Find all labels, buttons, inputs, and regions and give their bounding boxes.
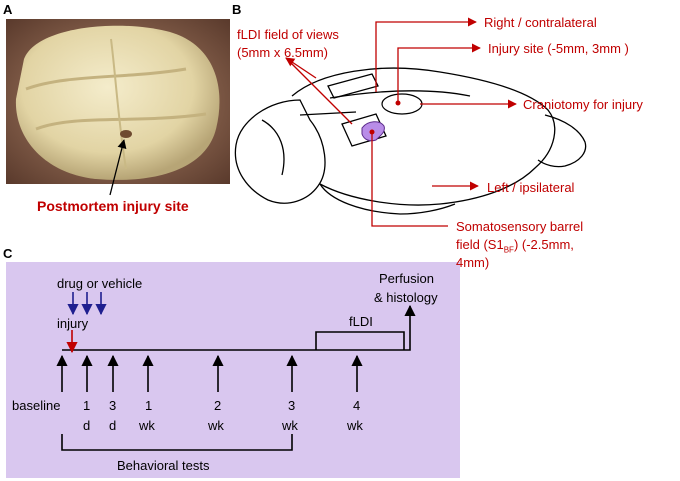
fov-size-label: (5mm x 6.5mm) <box>237 45 328 60</box>
t-4w-unit: wk <box>347 418 363 433</box>
s1-label-line3: 4mm) <box>456 255 490 270</box>
panel-a-letter: A <box>3 2 13 17</box>
t-3d-num: 3 <box>109 398 117 413</box>
fldi-label: fLDI <box>349 314 373 329</box>
t-1w-num: 1 <box>145 398 153 413</box>
t-3d-unit: d <box>109 418 117 433</box>
craniotomy-ellipse <box>381 93 423 115</box>
panel-b-letter: B <box>232 2 242 17</box>
t-1d-num: 1 <box>83 398 91 413</box>
fov-label: fLDI field of views <box>237 27 339 42</box>
behavioral-tests-label: Behavioral tests <box>117 458 210 473</box>
t-1w-unit: wk <box>139 418 155 433</box>
injury-label: injury <box>57 316 89 331</box>
drug-arrows <box>67 292 107 316</box>
s1-label-line1: Somatosensory barrel <box>456 219 584 234</box>
s1-label-line2: field (S1BF) (-2.5mm, <box>456 237 574 255</box>
t-3w-unit: wk <box>282 418 298 433</box>
histology-label: & histology <box>374 290 438 305</box>
postmortem-caption: Postmortem injury site <box>37 198 189 214</box>
drug-vehicle-label: drug or vehicle <box>57 276 143 291</box>
t-4w-num: 4 <box>353 398 361 413</box>
fov-window-right <box>327 73 379 99</box>
t-2w-unit: wk <box>208 418 224 433</box>
t-1d-unit: d <box>83 418 91 433</box>
injury-pointer-arrow <box>109 139 127 196</box>
perfusion-label: Perfusion <box>379 271 434 286</box>
panel-c-letter: C <box>3 246 13 261</box>
b-connectors <box>285 17 517 227</box>
postmortem-brain-photo <box>6 19 230 184</box>
timeline-drawing <box>56 304 416 451</box>
baseline-label: baseline <box>12 398 61 413</box>
brain-outline <box>234 67 587 215</box>
t-2w-num: 2 <box>214 398 222 413</box>
craniotomy-label: Craniotomy for injury <box>523 97 643 112</box>
t-3w-num: 3 <box>288 398 296 413</box>
left-ipsilateral-label: Left / ipsilateral <box>487 180 575 195</box>
s1-dot <box>369 129 375 135</box>
right-contralateral-label: Right / contralateral <box>484 15 597 30</box>
injury-site-label: Injury site (-5mm, 3mm ) <box>488 41 629 56</box>
